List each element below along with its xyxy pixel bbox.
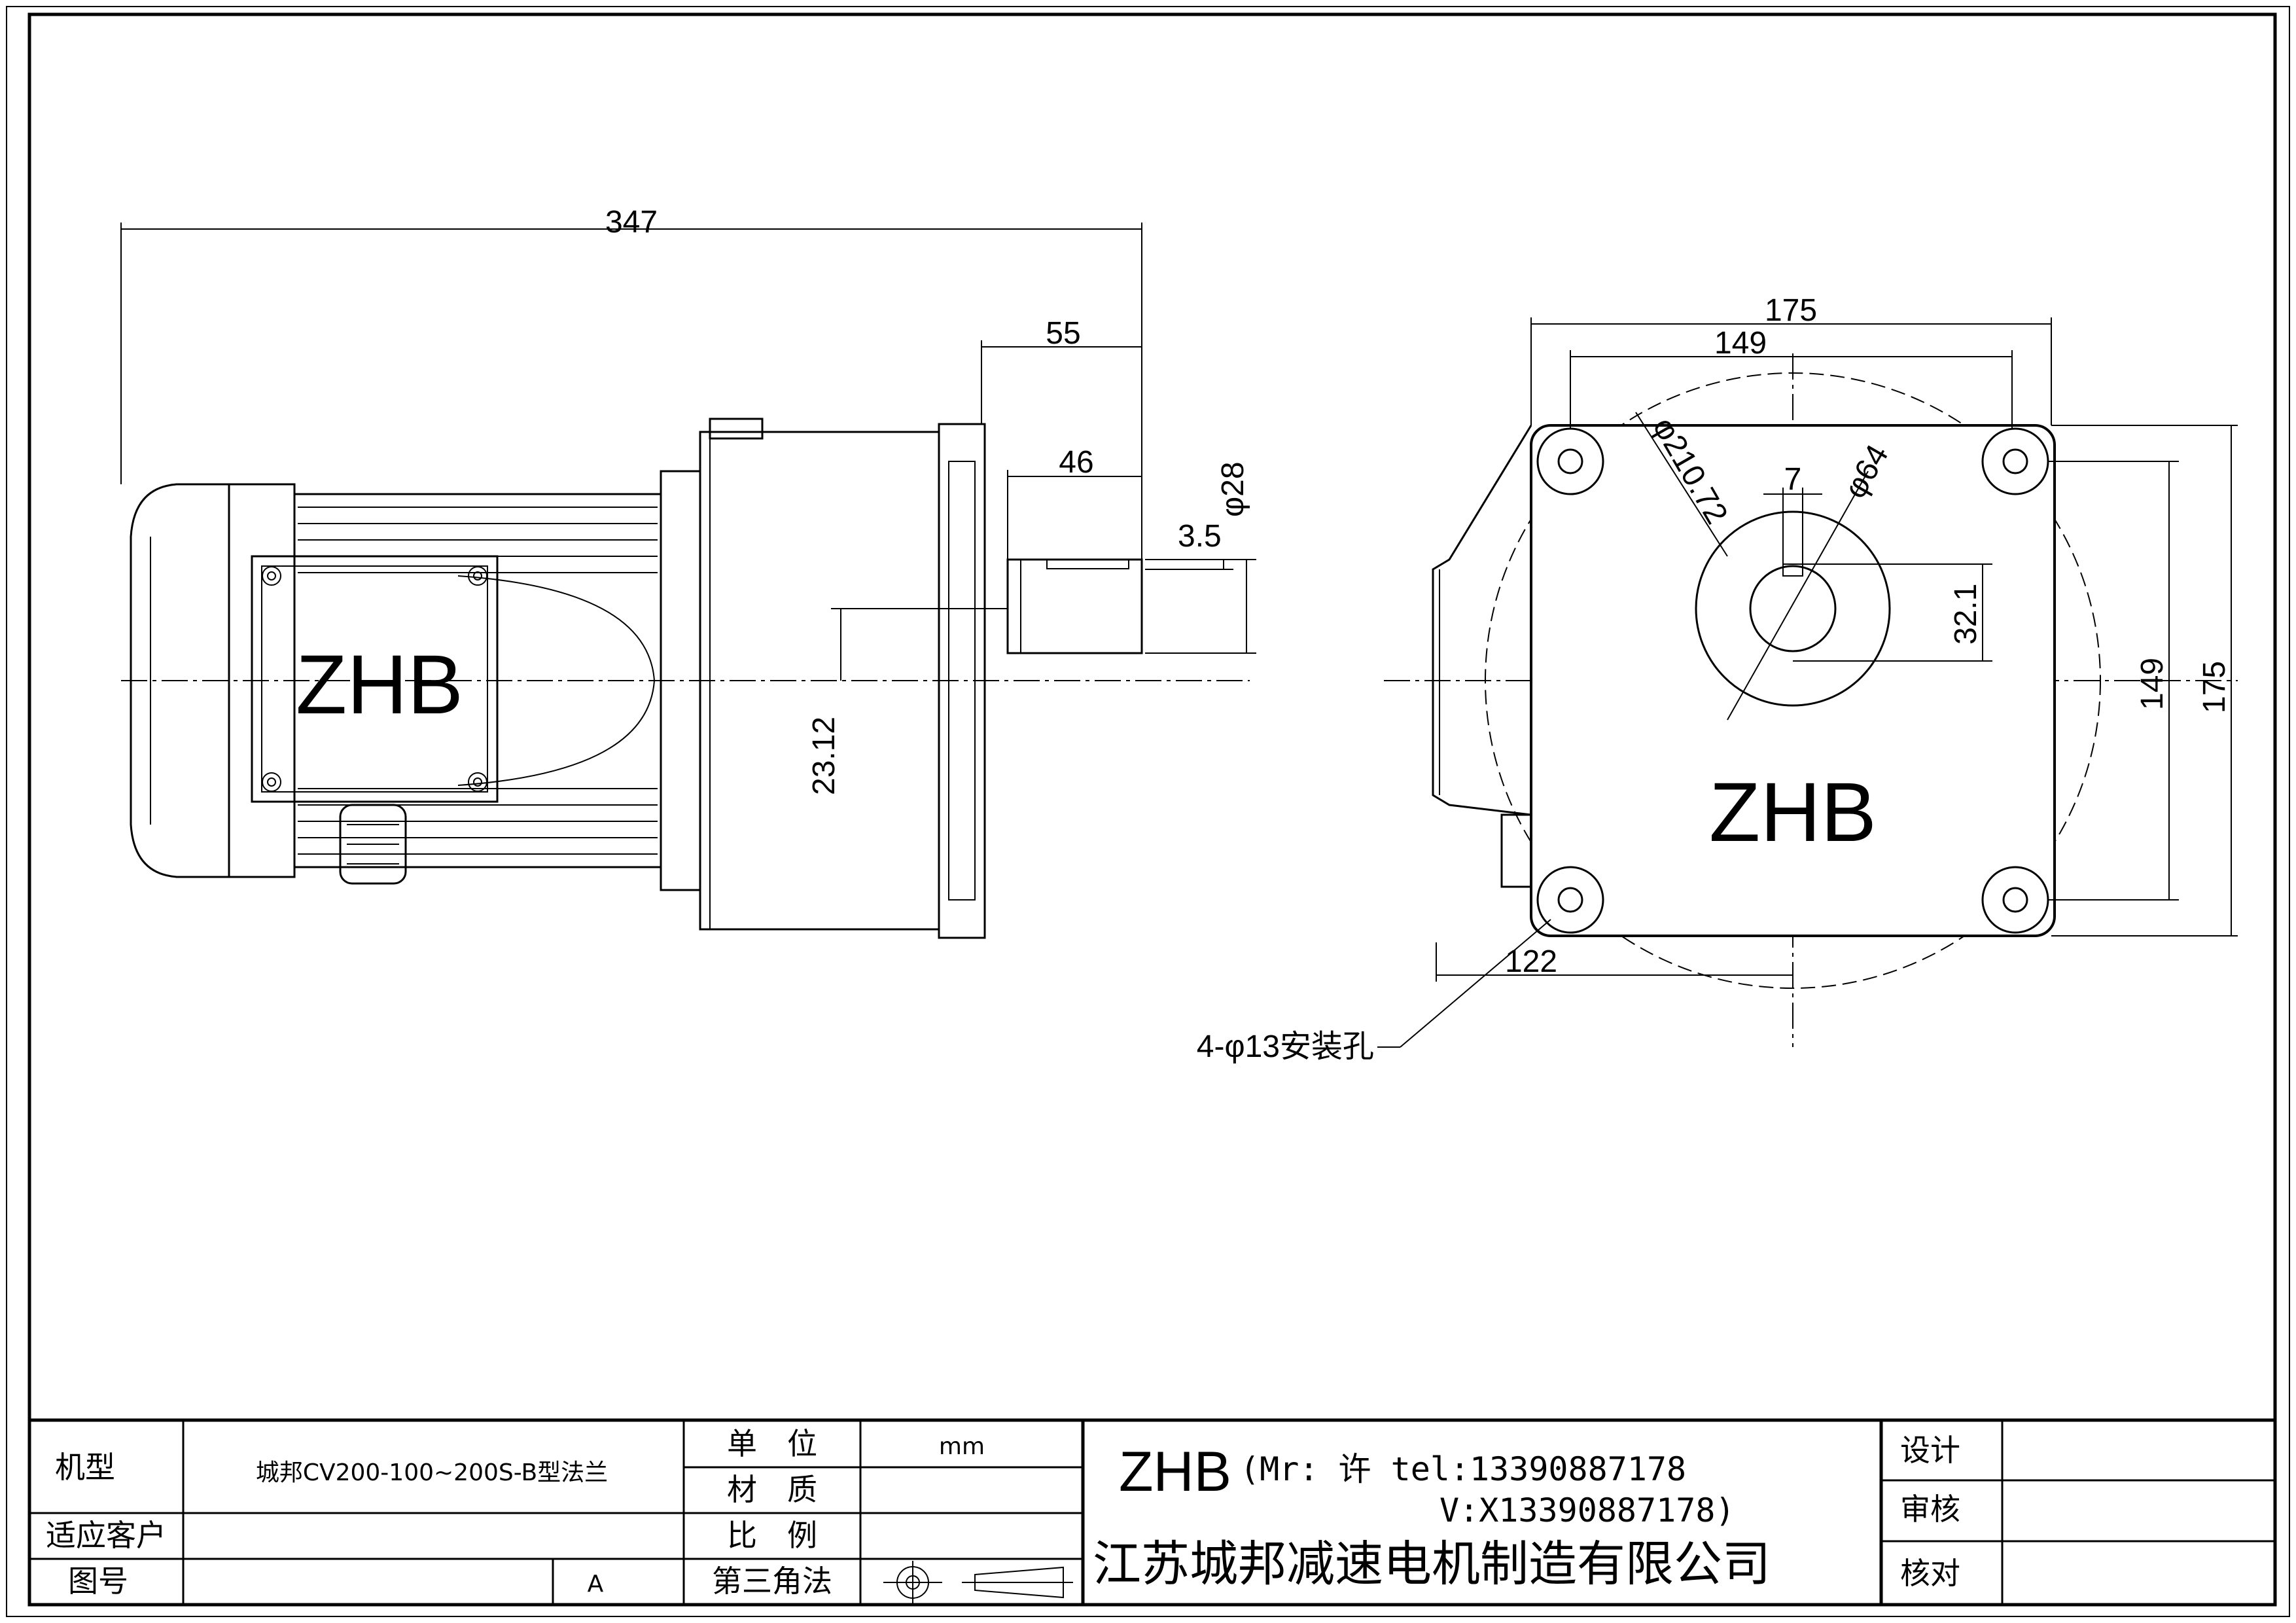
front-cable-gland [1500,813,1532,888]
dim-key-height: 3.5 [1178,519,1222,554]
revision-value: A [588,1571,604,1597]
review-label: 审核 [1900,1491,1960,1527]
front-view: ZHB [1197,293,2238,1064]
side-view: ZHB [120,205,1256,939]
dim-flange-to-shaft-end: 55 [1046,316,1080,351]
sheet-outer-border [6,6,2290,1617]
front-flange-square [1530,424,2056,937]
dim-overall-length: 347 [605,205,658,240]
projection-label: 第三角法 [712,1563,832,1599]
terminal-box-inner [261,565,488,793]
output-shaft [1006,558,1143,654]
design-label: 设计 [1900,1433,1960,1468]
output-flange [938,423,986,939]
model-value: 城邦CV200-100~200S-B型法兰 [256,1459,608,1486]
output-flange-slot [948,461,976,901]
dim-hole-spacing-v: 149 [2135,658,2170,710]
third-angle-projection-symbol [883,1561,1073,1604]
gearbox-top-plug [709,418,764,440]
dim-key-depth: 32.1 [1949,584,1983,645]
pitch-circle [1485,372,2101,989]
unit-label: 单 位 [727,1426,817,1461]
material-label: 材 质 [727,1472,817,1507]
side-dimension-lines [120,223,1256,681]
shaft-key [1046,559,1129,569]
contact-brand: ZHB [1119,1440,1231,1503]
dim-shaft-diameter: φ28 [1216,461,1250,517]
terminal-box [251,555,499,803]
mount-holes-callout: 4-φ13安装孔 [1197,1029,1374,1064]
dim-flange-width: 175 [1765,293,1817,328]
front-dimension-lines [1377,317,2238,1048]
contact-line1: (Mr: 许 tel:13390887178 [1240,1450,1686,1488]
scale-label: 比 例 [727,1518,817,1553]
motor-behind-outline [1432,425,1532,816]
front-view-logo: ZHB [1709,766,1877,859]
dim-hole-spacing-h: 149 [1714,326,1767,361]
dim-key-width: 7 [1784,462,1802,497]
unit-value: mm [939,1433,985,1460]
check-label: 核对 [1900,1556,1960,1591]
output-bore [1749,565,1837,652]
title-block: 机型 城邦CV200-100~200S-B型法兰 适应客户 图号 A 单 位 m… [27,1418,2277,1607]
drawing-no-label: 图号 [68,1563,128,1599]
terminal-box-screws [262,566,487,792]
cable-gland [339,804,407,885]
dim-shaft-length: 46 [1059,445,1093,480]
model-label: 机型 [55,1450,115,1485]
company-name: 江苏城邦减速电机制造有限公司 [1093,1536,1771,1592]
customer-label: 适应客户 [46,1518,166,1553]
motor-end-cap [130,483,230,878]
output-boss [1695,510,1891,707]
side-view-logo: ZHB [296,638,463,732]
dim-offset-122: 122 [1505,944,1557,979]
dim-flange-height: 175 [2197,661,2232,713]
dim-shaft-center-offset: 23.12 [807,717,841,795]
contact-line2: V:X13390887178) [1439,1491,1735,1529]
motor-body-curve [457,575,656,786]
